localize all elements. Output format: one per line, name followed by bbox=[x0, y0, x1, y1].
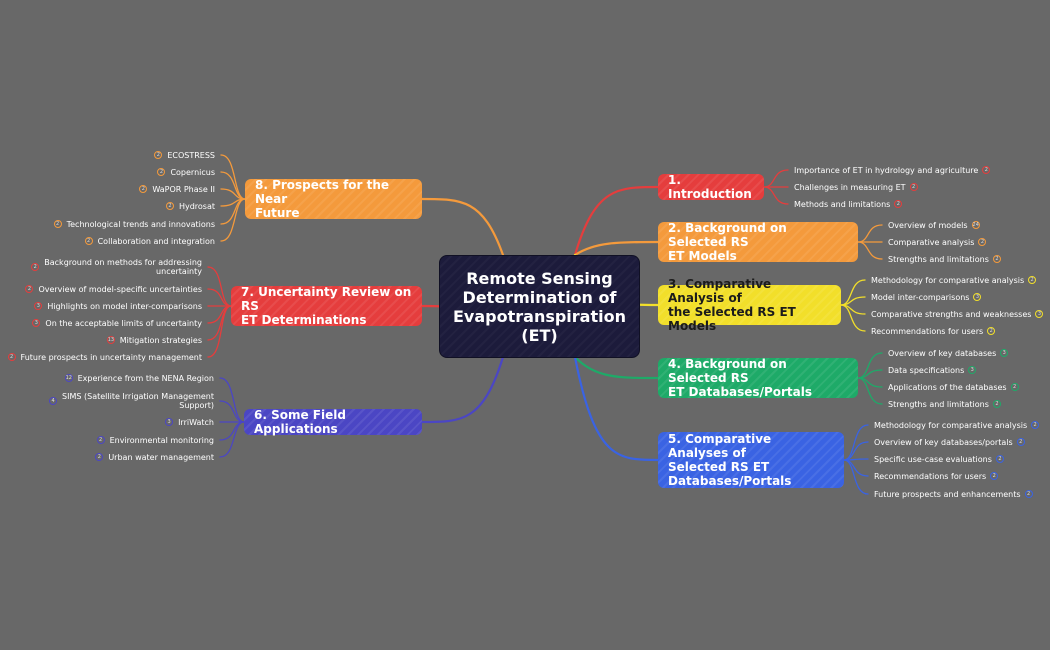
note-count-badge[interactable]: 2 bbox=[894, 200, 903, 208]
central-topic[interactable]: Remote Sensing Determination of Evapotra… bbox=[439, 255, 640, 358]
subtopic-item[interactable]: Methods and limitations bbox=[794, 199, 891, 209]
subtopic-item[interactable]: Overview of key databases/portals bbox=[874, 437, 1013, 447]
subtopic-item[interactable]: Strengths and limitations bbox=[888, 254, 989, 264]
subtopic-item[interactable]: Model inter-comparisons bbox=[871, 292, 970, 302]
note-count-badge[interactable]: 2 bbox=[1016, 438, 1025, 446]
note-count-badge[interactable]: 3 bbox=[32, 319, 41, 327]
note-count-badge[interactable]: 2 bbox=[1028, 276, 1037, 284]
subtopic-item[interactable]: ECOSTRESS bbox=[167, 150, 215, 160]
branch-connector bbox=[573, 240, 660, 257]
note-count-badge[interactable]: 2 bbox=[1031, 421, 1040, 429]
note-count-badge[interactable]: 2 bbox=[95, 453, 104, 461]
subtopic-item[interactable]: Data specifications bbox=[888, 365, 965, 375]
note-count-badge[interactable]: 2 bbox=[992, 400, 1001, 408]
note-count-badge[interactable]: 2 bbox=[31, 263, 40, 271]
note-count-badge[interactable]: 4 bbox=[49, 397, 58, 405]
note-count-badge[interactable]: 2 bbox=[1010, 383, 1019, 391]
subtopic-item[interactable]: Overview of key databases bbox=[888, 348, 997, 358]
note-count-badge[interactable]: 24 bbox=[971, 221, 980, 229]
subtopic-item[interactable]: Specific use-case evaluations bbox=[874, 454, 992, 464]
subtopic-item[interactable]: Environmental monitoring bbox=[109, 435, 214, 445]
branch-topic-8[interactable]: 8. Prospects for the Near Future bbox=[245, 178, 422, 220]
subtopic-item[interactable]: Importance of ET in hydrology and agricu… bbox=[794, 165, 979, 175]
subtopic-item[interactable]: IrriWatch bbox=[178, 417, 214, 427]
subtopic-item[interactable]: On the acceptable limits of uncertainty bbox=[45, 318, 202, 328]
branch-connector bbox=[573, 355, 660, 462]
subtopic-item[interactable]: Urban water management bbox=[108, 452, 214, 462]
subtopic-item[interactable]: Experience from the NENA Region bbox=[77, 373, 214, 383]
subtopic-item[interactable]: Comparative strengths and weaknesses bbox=[871, 309, 1032, 319]
note-count-badge[interactable]: 3 bbox=[1000, 349, 1009, 357]
branch-connector bbox=[573, 355, 660, 380]
note-count-badge[interactable]: 2 bbox=[165, 202, 174, 210]
subtopic-item[interactable]: Mitigation strategies bbox=[119, 335, 202, 345]
subtopic-item[interactable]: Challenges in measuring ET bbox=[794, 182, 906, 192]
note-count-badge[interactable]: 2 bbox=[909, 183, 918, 191]
subtopic-item[interactable]: Future prospects in uncertainty manageme… bbox=[20, 352, 202, 362]
branch-connector bbox=[420, 355, 505, 424]
note-count-badge[interactable]: 13 bbox=[106, 336, 115, 344]
branch-topic-6[interactable]: 6. Some Field Applications bbox=[244, 408, 422, 436]
subtopic-item[interactable]: Applications of the databases bbox=[888, 382, 1007, 392]
subtopic-item[interactable]: Collaboration and integration bbox=[97, 236, 215, 246]
branch-connector bbox=[573, 185, 660, 257]
note-count-badge[interactable]: 2 bbox=[53, 220, 62, 228]
subtopic-item[interactable]: Hydrosat bbox=[178, 201, 215, 211]
note-count-badge[interactable]: 2 bbox=[995, 455, 1004, 463]
branch-topic-2[interactable]: 2. Background on Selected RS ET Models bbox=[658, 221, 858, 263]
subtopic-item[interactable]: Recommendations for users bbox=[874, 471, 987, 481]
branch-topic-4[interactable]: 4. Background on Selected RS ET Database… bbox=[658, 357, 858, 399]
note-count-badge[interactable]: 3 bbox=[973, 293, 982, 301]
note-count-badge[interactable]: 12 bbox=[64, 374, 73, 382]
subtopic-item[interactable]: Technological trends and innovations bbox=[66, 219, 215, 229]
note-count-badge[interactable]: 3 bbox=[34, 302, 43, 310]
subtopic-item[interactable]: Overview of model-specific uncertainties bbox=[38, 284, 202, 294]
subtopic-item[interactable]: Recommendations for users bbox=[871, 326, 984, 336]
note-count-badge[interactable]: 3 bbox=[165, 418, 174, 426]
note-count-badge[interactable]: 2 bbox=[992, 255, 1001, 263]
subtopic-item[interactable]: Methodology for comparative analysis bbox=[871, 275, 1025, 285]
note-count-badge[interactable]: 2 bbox=[987, 327, 996, 335]
note-count-badge[interactable]: 2 bbox=[7, 353, 16, 361]
branch-topic-5[interactable]: 5. Comparative Analyses of Selected RS E… bbox=[658, 432, 844, 488]
note-count-badge[interactable]: 2 bbox=[84, 237, 93, 245]
note-count-badge[interactable]: 3 bbox=[1035, 310, 1044, 318]
subtopic-item[interactable]: Background on methods for addressing unc… bbox=[44, 258, 202, 276]
subtopic-item[interactable]: Future prospects and enhancements bbox=[874, 489, 1021, 499]
branch-topic-1[interactable]: 1. Introduction bbox=[658, 173, 764, 201]
subtopic-item[interactable]: WaPOR Phase II bbox=[152, 184, 215, 194]
subtopic-item[interactable]: Strengths and limitations bbox=[888, 399, 989, 409]
note-count-badge[interactable]: 2 bbox=[982, 166, 991, 174]
note-count-badge[interactable]: 2 bbox=[154, 151, 163, 159]
subtopic-item[interactable]: SIMS (Satellite Irrigation Management Su… bbox=[62, 392, 214, 410]
note-count-badge[interactable]: 3 bbox=[968, 366, 977, 374]
note-count-badge[interactable]: 2 bbox=[1024, 490, 1033, 498]
note-count-badge[interactable]: 2 bbox=[990, 472, 999, 480]
subtopic-item[interactable]: Highlights on model inter-comparisons bbox=[47, 301, 202, 311]
note-count-badge[interactable]: 2 bbox=[96, 436, 105, 444]
note-count-badge[interactable]: 2 bbox=[157, 168, 166, 176]
note-count-badge[interactable]: 2 bbox=[139, 185, 148, 193]
note-count-badge[interactable]: 2 bbox=[25, 285, 34, 293]
subtopic-item[interactable]: Copernicus bbox=[170, 167, 215, 177]
subtopic-item[interactable]: Overview of models bbox=[888, 220, 968, 230]
branch-topic-7[interactable]: 7. Uncertainty Review on RS ET Determina… bbox=[231, 285, 422, 327]
branch-topic-3[interactable]: 3. Comparative Analysis of the Selected … bbox=[658, 277, 841, 333]
subtopic-item[interactable]: Methodology for comparative analysis bbox=[874, 420, 1028, 430]
subtopic-item[interactable]: Comparative analysis bbox=[888, 237, 975, 247]
branch-connector bbox=[420, 197, 505, 257]
note-count-badge[interactable]: 2 bbox=[978, 238, 987, 246]
